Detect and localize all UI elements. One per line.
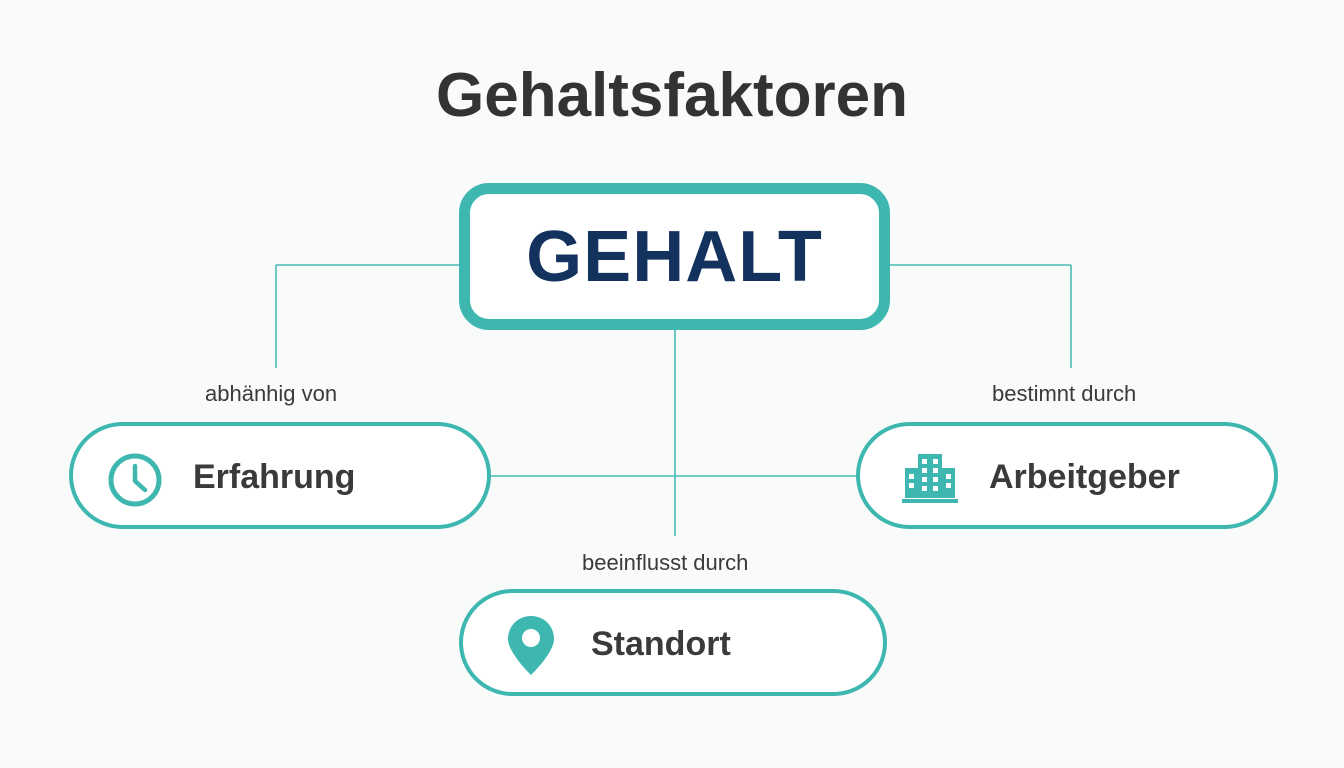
- relation-label-experience: abhänhig von: [205, 381, 338, 406]
- diagram-title: Gehaltsfaktoren: [435, 61, 909, 130]
- factor-label-location: Standort: [591, 625, 731, 663]
- location-pin-icon: [503, 613, 559, 679]
- relation-label-employer: bestimnt durch: [992, 381, 1137, 406]
- center-node-label: GEHALT: [526, 216, 823, 297]
- factor-node-experience: Erfahrung: [69, 422, 491, 529]
- building-icon: [900, 448, 960, 508]
- factor-label-experience: Erfahrung: [193, 458, 356, 496]
- relation-label-location: beeinflusst durch: [582, 550, 749, 575]
- center-node: GEHALT: [459, 183, 890, 330]
- factor-label-employer: Arbeitgeber: [989, 458, 1180, 496]
- clock-icon: [105, 450, 165, 510]
- factor-node-employer: Arbeitgeber: [856, 422, 1278, 529]
- factor-node-location: Standort: [459, 589, 887, 696]
